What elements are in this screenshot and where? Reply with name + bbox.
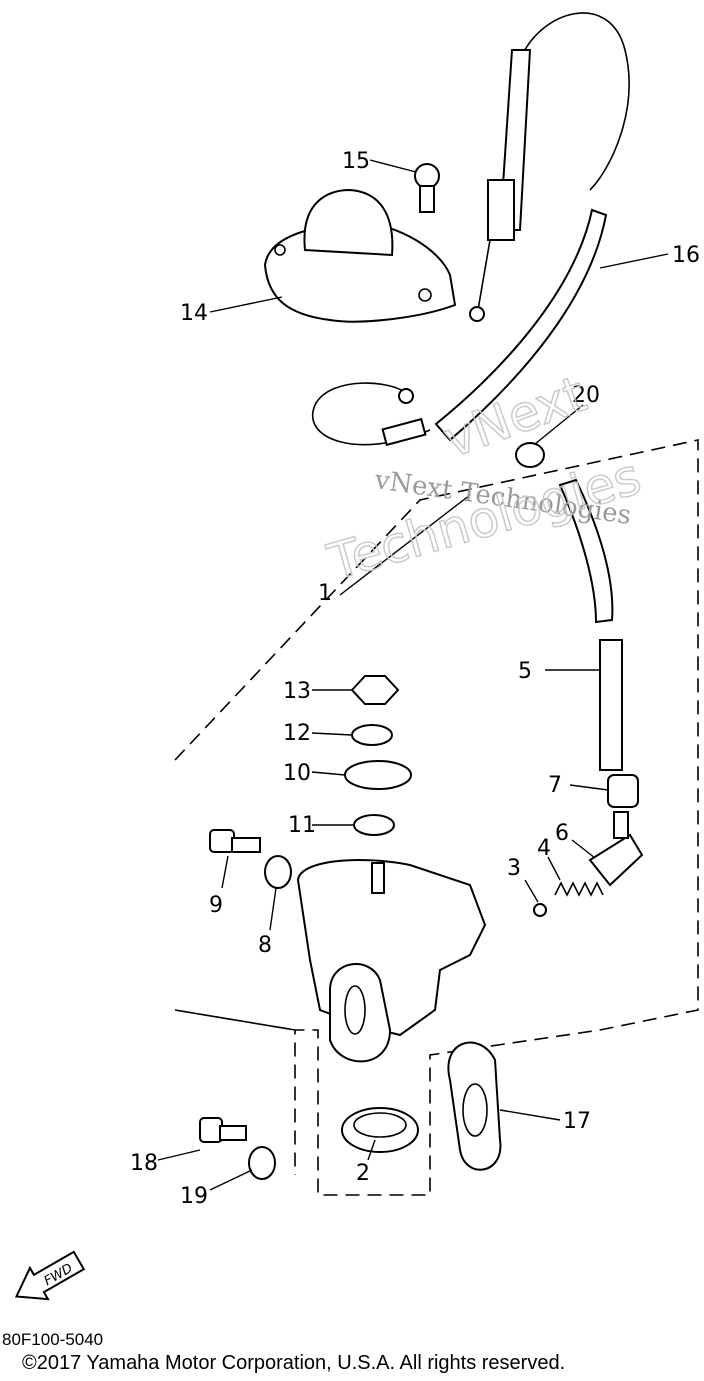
pump-shaft bbox=[371, 862, 385, 894]
pump-cover-dome bbox=[303, 188, 394, 257]
callout-16: 16 bbox=[672, 243, 700, 268]
assembly-boundary bbox=[174, 439, 699, 1196]
flange-hole bbox=[344, 985, 366, 1035]
nut-13 bbox=[350, 675, 400, 705]
leader-9 bbox=[221, 855, 229, 889]
oil-hose-16 bbox=[434, 208, 608, 442]
pump-flange bbox=[329, 963, 392, 1063]
leader-2 bbox=[367, 1139, 376, 1161]
hose-5-lower bbox=[599, 639, 623, 771]
fwd-arrow-icon: FWD bbox=[14, 1250, 86, 1301]
washer-11 bbox=[353, 814, 395, 836]
screw-15-head bbox=[414, 163, 440, 189]
washer-10 bbox=[344, 760, 412, 790]
callout-12: 12 bbox=[283, 721, 311, 746]
lock-washer-12 bbox=[351, 724, 393, 746]
callout-9: 9 bbox=[209, 893, 223, 918]
leader-10 bbox=[311, 771, 346, 776]
leader-8 bbox=[269, 887, 277, 931]
callout-15: 15 bbox=[342, 149, 370, 174]
throttle-cable bbox=[519, 12, 630, 191]
callout-17: 17 bbox=[563, 1109, 591, 1134]
copyright-notice: ©2017 Yamaha Motor Corporation, U.S.A. A… bbox=[22, 1352, 566, 1374]
cable-end bbox=[469, 306, 485, 322]
bolt-9-head bbox=[209, 829, 235, 853]
pump-body bbox=[296, 859, 487, 1037]
leader-19 bbox=[209, 1169, 253, 1191]
callout-3: 3 bbox=[507, 856, 521, 881]
leader-14 bbox=[209, 296, 283, 313]
leader-12 bbox=[311, 732, 353, 736]
oil-seal-2 bbox=[341, 1107, 419, 1153]
callout-6: 6 bbox=[555, 821, 569, 846]
callout-2: 2 bbox=[356, 1161, 370, 1186]
cable-rod bbox=[477, 239, 491, 311]
callout-8: 8 bbox=[258, 933, 272, 958]
hose-loop bbox=[312, 382, 431, 446]
cap-20 bbox=[515, 442, 545, 468]
callout-1: 1 bbox=[318, 581, 332, 606]
leader-20 bbox=[534, 404, 584, 445]
cable-adjuster bbox=[487, 179, 515, 241]
leader-4 bbox=[547, 856, 561, 881]
screw-15-shank bbox=[419, 185, 435, 213]
leader-1 bbox=[339, 494, 471, 596]
gasket-17 bbox=[447, 1041, 502, 1171]
washer-19 bbox=[248, 1146, 276, 1180]
callout-18: 18 bbox=[130, 1151, 158, 1176]
leader-17 bbox=[499, 1109, 561, 1121]
clip-7 bbox=[607, 774, 639, 808]
leader-15 bbox=[369, 159, 417, 173]
gasket-hole bbox=[462, 1083, 488, 1137]
callout-19: 19 bbox=[180, 1184, 208, 1209]
bolt-18-head bbox=[199, 1117, 223, 1143]
hose-sleeve bbox=[381, 417, 427, 447]
leader-6 bbox=[571, 839, 596, 859]
part-code: 80F100-5040 bbox=[2, 1330, 104, 1349]
callout-4: 4 bbox=[537, 836, 551, 861]
spring-4 bbox=[554, 881, 604, 897]
leader-18 bbox=[157, 1149, 201, 1161]
hose-loop-end bbox=[398, 388, 414, 404]
fitting-6-nipple bbox=[613, 811, 629, 839]
washer-8 bbox=[264, 855, 292, 889]
callout-13: 13 bbox=[283, 679, 311, 704]
leader-16 bbox=[599, 253, 669, 269]
watermark-text-vnext: vNext bbox=[436, 365, 593, 469]
callout-20: 20 bbox=[572, 383, 600, 408]
cover-bolt-hole bbox=[274, 244, 286, 256]
hose-5-upper bbox=[558, 478, 614, 624]
oil-seal-2-inner bbox=[353, 1112, 407, 1138]
bolt-9-shank bbox=[231, 837, 261, 853]
leader-3 bbox=[524, 879, 539, 903]
fitting-6 bbox=[588, 833, 644, 887]
cover-bolt-hole bbox=[418, 288, 432, 302]
callout-5: 5 bbox=[518, 659, 532, 684]
callout-11: 11 bbox=[288, 813, 316, 838]
ball-3 bbox=[533, 903, 547, 917]
callout-14: 14 bbox=[180, 301, 208, 326]
leader-7 bbox=[569, 784, 609, 791]
callout-10: 10 bbox=[283, 761, 311, 786]
bolt-18-shank bbox=[219, 1125, 247, 1141]
callout-7: 7 bbox=[548, 773, 562, 798]
